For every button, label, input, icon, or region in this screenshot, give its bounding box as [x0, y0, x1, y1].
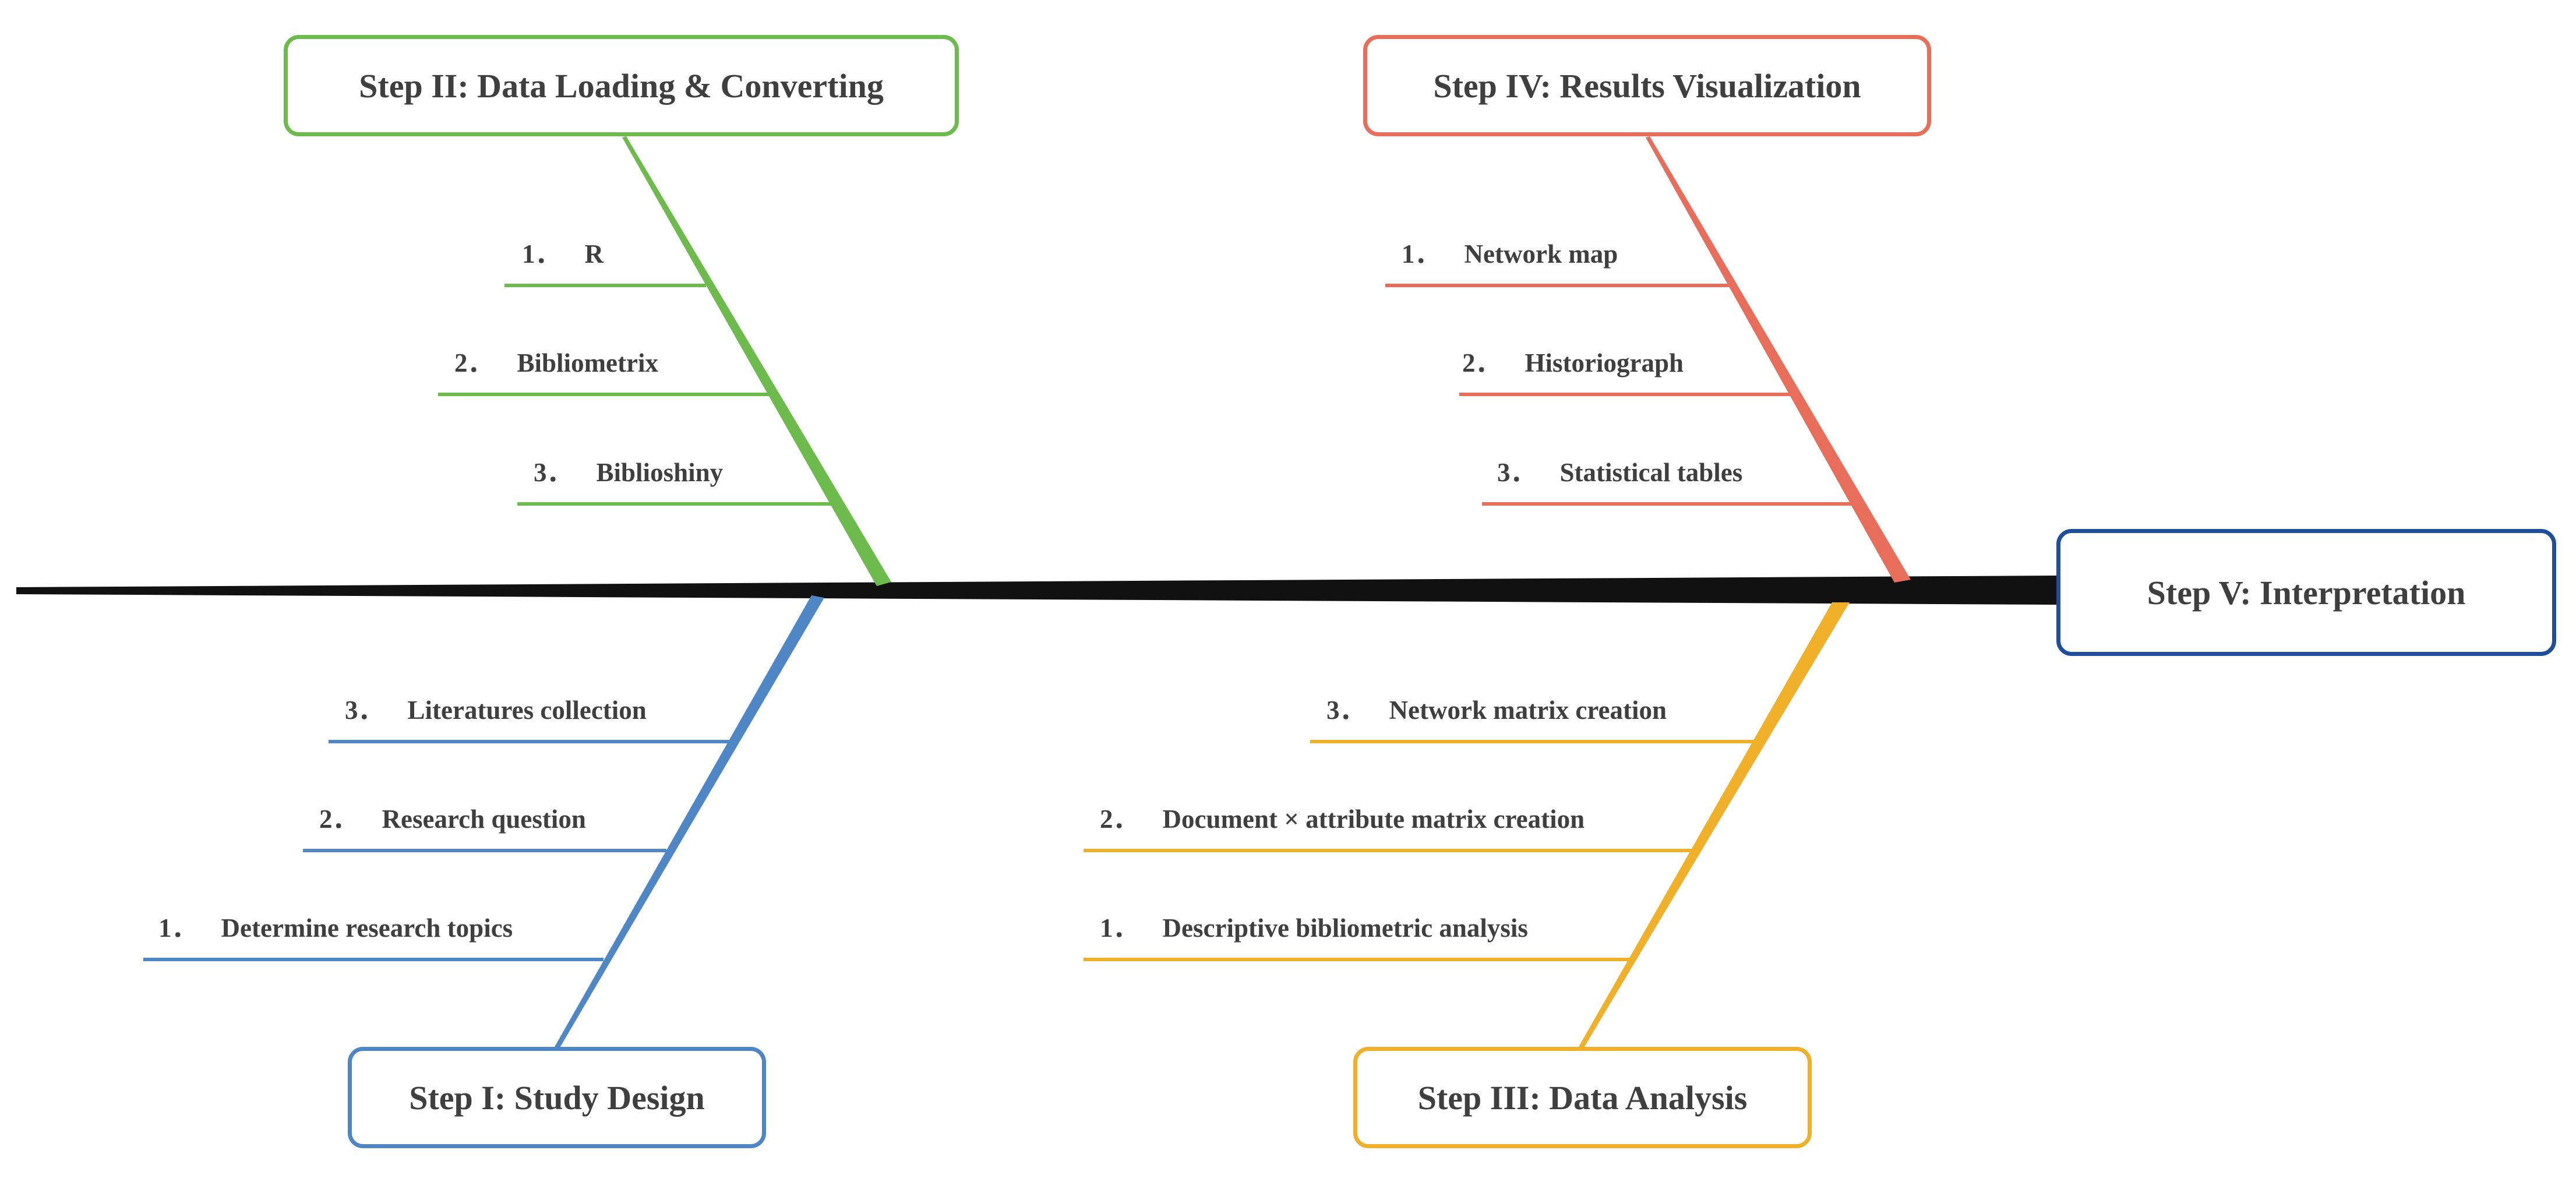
step-1-item-1-number: 1．: [158, 913, 198, 943]
step-3-item-3-label: Network matrix creation: [1389, 696, 1667, 725]
step-4-item-2: 2． Historiograph: [1462, 350, 1684, 376]
bone-step-1: [555, 595, 824, 1049]
step-2-item-1-label: R: [584, 239, 604, 269]
step-3-box: Step III: Data Analysis: [1353, 1047, 1812, 1148]
step-5-title: Step V: Interpretation: [2147, 573, 2466, 612]
step-4-item-2-label: Historiograph: [1525, 348, 1684, 377]
step-2-item-2: 2． Bibliometrix: [454, 350, 658, 376]
step-4-item-1-label: Network map: [1464, 239, 1618, 269]
step-4-item-3-label: Statistical tables: [1559, 458, 1743, 487]
step-1-item-3: 3． Literatures collection: [345, 697, 647, 724]
step-3-item-1-label: Descriptive bibliometric analysis: [1162, 913, 1528, 943]
step-4-box: Step IV: Results Visualization: [1363, 35, 1931, 136]
step-3-item-3-number: 3．: [1326, 696, 1366, 725]
step-4-item-1-number: 1．: [1402, 239, 1441, 269]
step-2-box: Step II: Data Loading & Converting: [284, 35, 959, 136]
step-2-item-3: 3． Biblioshiny: [534, 460, 723, 486]
step-4-item-3: 3． Statistical tables: [1497, 460, 1742, 486]
step-1-box: Step I: Study Design: [348, 1047, 766, 1148]
step-2-item-2-label: Bibliometrix: [517, 348, 658, 377]
step-2-item-3-label: Biblioshiny: [596, 458, 724, 487]
step-3-title: Step III: Data Analysis: [1417, 1078, 1748, 1117]
step-3-item-2: 2． Document × attribute matrix creation: [1100, 806, 1585, 832]
step-3-item-2-label: Document × attribute matrix creation: [1162, 805, 1585, 834]
step-3-item-1: 1． Descriptive bibliometric analysis: [1100, 915, 1528, 941]
step-4-item-2-number: 2．: [1462, 348, 1502, 377]
bone-step-2: [622, 136, 891, 586]
step-1-item-2-number: 2．: [319, 805, 359, 834]
step-1-item-2-label: Research question: [382, 805, 586, 834]
step-1-item-3-label: Literatures collection: [407, 696, 647, 725]
step-2-item-2-number: 2．: [454, 348, 494, 377]
main-spine: [16, 576, 2056, 605]
bone-step-4: [1646, 136, 1911, 583]
step-2-item-1: 1． R: [522, 241, 604, 267]
step-3-item-2-number: 2．: [1100, 805, 1139, 834]
step-1-item-1: 1． Determine research topics: [158, 915, 513, 941]
step-2-item-3-number: 3．: [534, 458, 573, 487]
bone-step-3: [1579, 602, 1850, 1049]
step-1-item-2: 2． Research question: [319, 806, 586, 832]
step-4-title: Step IV: Results Visualization: [1433, 66, 1861, 105]
step-4-item-1: 1． Network map: [1402, 241, 1618, 267]
step-1-title: Step I: Study Design: [409, 1078, 705, 1117]
step-2-title: Step II: Data Loading & Converting: [359, 66, 884, 105]
step-4-item-3-number: 3．: [1497, 458, 1537, 487]
step-1-item-1-label: Determine research topics: [221, 913, 513, 943]
step-5-box: Step V: Interpretation: [2056, 529, 2556, 656]
step-3-item-1-number: 1．: [1100, 913, 1139, 943]
step-2-item-1-number: 1．: [522, 239, 562, 269]
step-3-item-3: 3． Network matrix creation: [1326, 697, 1667, 724]
step-1-item-3-number: 3．: [345, 696, 384, 725]
